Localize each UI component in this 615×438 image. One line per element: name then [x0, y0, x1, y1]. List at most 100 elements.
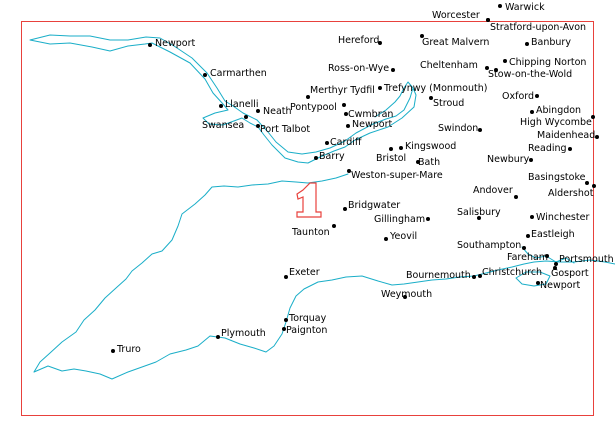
town-basingstoke: Basingstoke — [528, 172, 589, 185]
town-label: Kingswood — [405, 141, 456, 152]
town-marker — [219, 104, 223, 108]
town-marker — [378, 86, 382, 90]
town-swansea: Swansea — [202, 115, 248, 131]
town-label: Chipping Norton — [509, 57, 586, 68]
town-trefynwy-monmouth: Trefynwy (Monmouth) — [378, 83, 487, 94]
town-marker — [325, 141, 329, 145]
coastline-south-wales — [29, 34, 417, 164]
town-label: Newport — [352, 119, 392, 130]
town-label: Llanelli — [225, 99, 259, 110]
town-gosport: Gosport — [551, 266, 589, 279]
town-port-talbot: Port Talbot — [256, 124, 310, 135]
town-label: Cardiff — [330, 137, 362, 148]
town-marker — [530, 215, 534, 219]
town-worcester: Worcester — [432, 10, 490, 22]
town-label: Ross-on-Wye — [328, 63, 389, 74]
town-label: Trefynwy (Monmouth) — [383, 83, 487, 94]
town-stow-on-the-wold: Stow-on-the-Wold — [488, 68, 572, 80]
town-label: Warwick — [505, 2, 545, 13]
town-label: Hereford — [338, 35, 379, 46]
town-label: High Wycombe — [520, 117, 592, 128]
town-marker — [498, 4, 502, 8]
town-high-wycombe: High Wycombe — [520, 115, 595, 128]
town-bristol: Bristol — [376, 147, 406, 164]
town-label: Carmarthen — [210, 68, 267, 79]
town-bournemouth: Bournemouth — [406, 270, 476, 281]
town-neath: Neath — [256, 106, 292, 117]
town-label: Newbury — [487, 154, 530, 165]
town-marker — [342, 103, 346, 107]
town-marker — [477, 216, 481, 220]
town-label: Great Malvern — [422, 37, 489, 48]
town-marker — [344, 112, 348, 116]
town-label: Gillingham — [374, 214, 425, 225]
town-label: Weston-super-Mare — [351, 170, 443, 181]
town-label: Cwmbran — [348, 109, 393, 120]
town-marker — [429, 96, 433, 100]
town-label: Merthyr Tydfil — [310, 85, 375, 96]
town-oxford: Oxford — [502, 91, 539, 102]
town-label: Banbury — [531, 37, 571, 48]
town-bridgwater: Bridgwater — [343, 200, 400, 211]
town-weston-super-mare: Weston-super-Mare — [347, 169, 443, 181]
town-marker — [389, 147, 393, 151]
town-marker — [284, 318, 288, 322]
town-label: Port Talbot — [260, 124, 310, 135]
town-label: Fareham — [507, 252, 548, 263]
town-marker — [403, 295, 407, 299]
coastline-southwest-north — [33, 173, 349, 373]
town-label: Southampton — [457, 240, 521, 251]
town-marker — [592, 184, 596, 188]
town-label: Torquay — [288, 313, 327, 324]
town-stroud: Stroud — [429, 96, 464, 109]
town-label: Andover — [473, 185, 513, 196]
town-marker — [347, 169, 351, 173]
town-label: Christchurch — [482, 267, 542, 278]
town-marker — [478, 274, 482, 278]
town-label: Stow-on-the-Wold — [488, 69, 572, 80]
town-marker — [256, 109, 260, 113]
town-winchester: Winchester — [530, 212, 589, 223]
town-label: Portsmouth — [559, 254, 614, 265]
town-label: Swindon — [438, 123, 478, 134]
town-marker — [244, 115, 248, 119]
town-label: Stroud — [433, 98, 464, 109]
town-label: Winchester — [536, 212, 589, 223]
town-stratford-upon-avon: Stratford-upon-Avon — [486, 18, 586, 33]
town-marker — [514, 195, 518, 199]
town-yeovil: Yeovil — [384, 231, 417, 242]
town-warwick: Warwick — [498, 2, 545, 13]
town-marker — [391, 68, 395, 72]
town-label: Exeter — [289, 267, 320, 278]
town-gillingham: Gillingham — [374, 214, 430, 225]
town-label: Stratford-upon-Avon — [490, 22, 586, 33]
town-kingswood: Kingswood — [399, 141, 456, 152]
town-newport: Newport — [148, 38, 195, 49]
town-newport: Newport — [536, 280, 580, 291]
town-marker — [111, 349, 115, 353]
town-carmarthen: Carmarthen — [203, 68, 267, 79]
town-southampton: Southampton — [457, 240, 526, 251]
town-marker — [595, 135, 599, 139]
town-truro: Truro — [111, 344, 141, 355]
town-marker — [529, 158, 533, 162]
town-paignton: Paignton — [282, 325, 327, 336]
town-marker — [522, 246, 526, 250]
town-label: Bristol — [376, 153, 406, 164]
town-marker — [216, 335, 220, 339]
town-marker — [535, 94, 539, 98]
town-cardiff: Cardiff — [325, 137, 362, 148]
town-label: Pontypool — [290, 102, 337, 113]
town-marker — [494, 68, 498, 72]
town-label: Neath — [263, 106, 292, 117]
town-abingdon: Abingdon — [530, 105, 581, 116]
town-hereford: Hereford — [338, 35, 382, 46]
town-label: Taunton — [291, 227, 330, 238]
region-number-1: 1 — [296, 182, 322, 218]
town-marker — [346, 124, 350, 128]
town-marker — [343, 207, 347, 211]
town-marker — [472, 275, 476, 279]
town-marker — [530, 110, 534, 114]
town-christchurch: Christchurch — [478, 267, 542, 278]
